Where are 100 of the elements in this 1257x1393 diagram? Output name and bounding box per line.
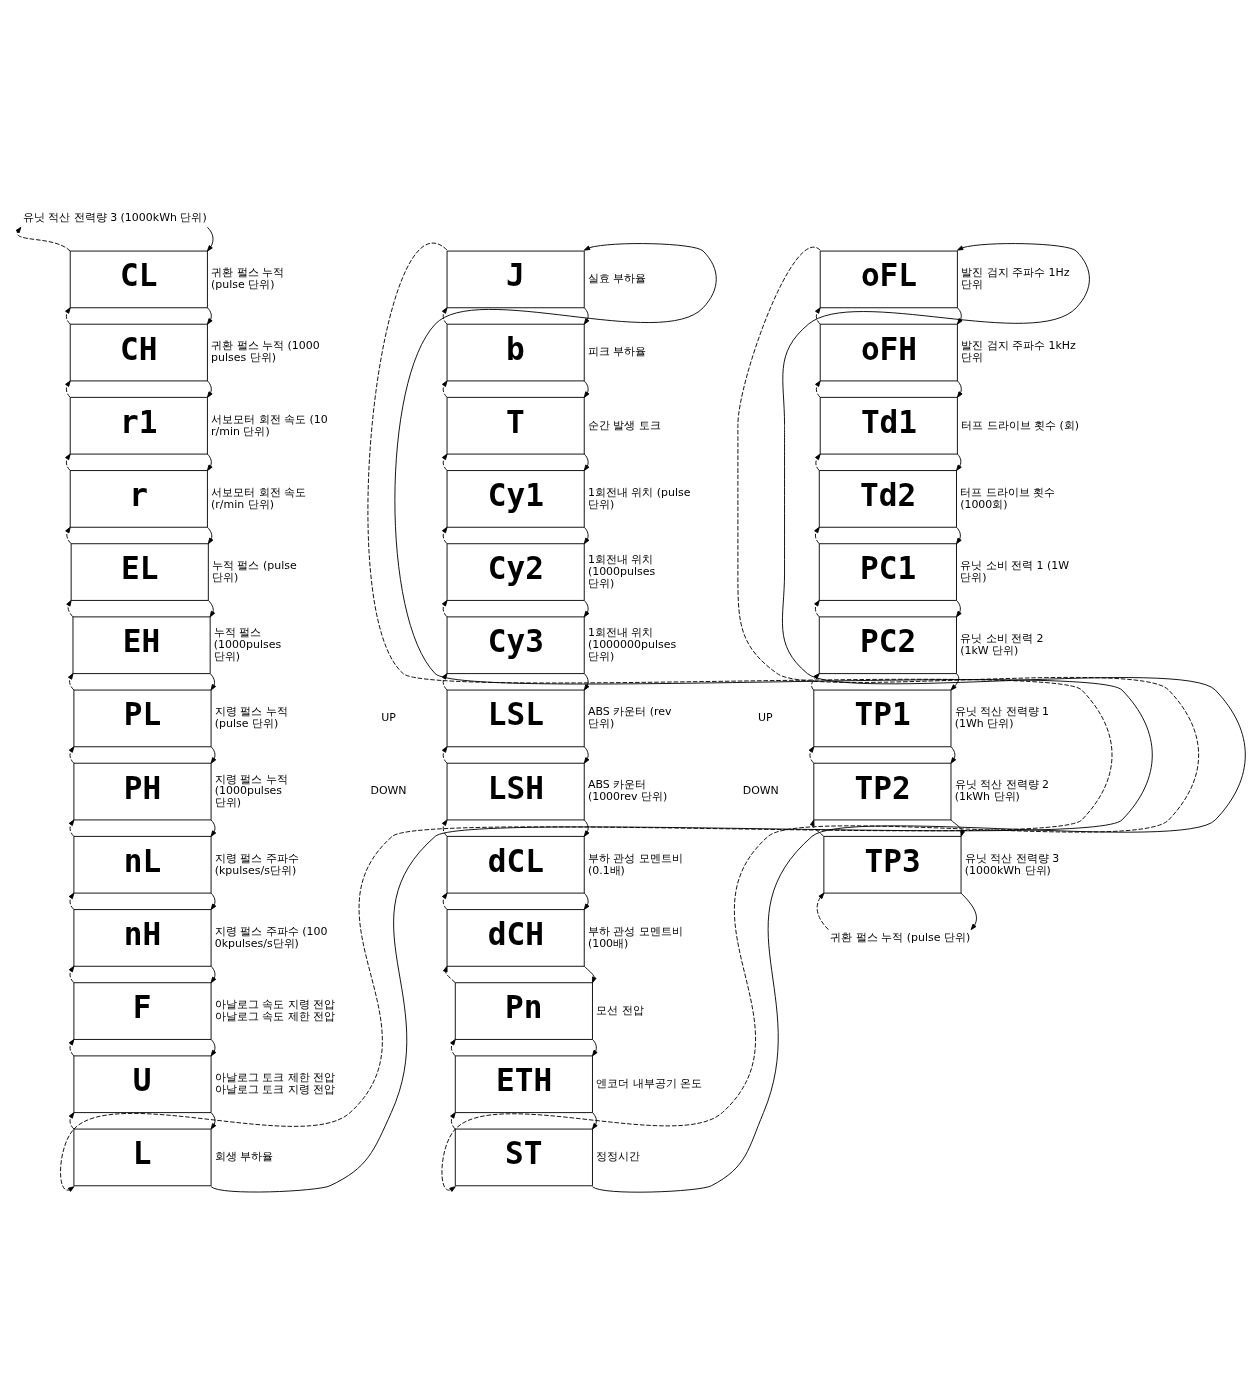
arrow [210, 892, 217, 910]
arrow [956, 306, 963, 325]
arrow [583, 892, 590, 910]
arrow [65, 526, 72, 544]
node-label: 부하 관성 모멘트비 (0.1배) [587, 851, 683, 877]
arrow [67, 672, 75, 690]
arrow [206, 226, 214, 251]
arrow [592, 1038, 598, 1056]
node-label: 순간 발생 토크 [587, 418, 661, 432]
node-box: PH [73, 762, 212, 820]
node-label: 유닛 적산 전력량 2 (1kWh 단위) [954, 777, 1050, 803]
arrow [210, 242, 1153, 1192]
arrow [206, 306, 213, 325]
node-box: LSL [446, 689, 585, 747]
arrow [956, 379, 963, 398]
arrow [15, 226, 71, 251]
node-box: F [73, 981, 212, 1040]
node-box: dCH [446, 908, 585, 967]
node-text: 귀환 펄스 누적 (pulse 단위) [830, 930, 971, 944]
arrow [65, 453, 71, 471]
arrow [814, 526, 820, 544]
node-box: PC2 [818, 615, 957, 674]
arrow [441, 599, 448, 617]
node-label: 터프 드라이브 횟수 (1000회) [960, 485, 1056, 511]
arrow [950, 745, 957, 764]
label: DOWN [370, 783, 407, 797]
node-label: 지령 펄스 누적 (pulse 단위) [214, 704, 288, 730]
arrow [450, 1111, 456, 1130]
arrow [583, 672, 590, 690]
node-box: PC1 [818, 542, 957, 601]
node-label: 피크 부하율 [587, 344, 647, 358]
node-label: 누적 펄스 (1000pulses 단위) [213, 625, 282, 663]
node-label: 부하 관성 모멘트비 (100배) [587, 924, 683, 950]
node-box: ETH [454, 1054, 593, 1113]
node-box: L [73, 1128, 212, 1186]
arrow [583, 965, 597, 983]
arrow [583, 379, 590, 398]
node-label: 유닛 소비 전력 1 (1W 단위) [960, 558, 1070, 584]
node-box: EH [72, 615, 211, 674]
arrow [206, 453, 213, 471]
arrow [816, 892, 829, 930]
arrow [210, 1111, 217, 1130]
arrow [956, 599, 962, 617]
node-label: 지령 펄스 주파수 (1000kpulses/s단위) [214, 924, 328, 950]
node-label: 회생 부하율 [214, 1149, 274, 1163]
arrow [583, 306, 590, 325]
node-box: CL [69, 250, 208, 308]
node-label: 엔코더 내부공기 온도 [596, 1076, 703, 1090]
node-label: 귀환 펄스 누적 (pulse 단위) [211, 265, 285, 291]
node-box: nH [73, 908, 212, 967]
node-box: Cy2 [446, 542, 585, 601]
arrow [815, 306, 821, 325]
node-label: 발진 검지 주파수 1Hz 단위 [961, 265, 1070, 291]
arrow [442, 965, 456, 983]
node-box: U [73, 1054, 212, 1113]
node-label: 1회전내 위치 (1000pulses 단위) [587, 552, 656, 590]
arrow [592, 242, 1246, 1193]
node-label: 모선 전압 [596, 1003, 644, 1017]
node-box: Pn [454, 981, 593, 1040]
arrow [60, 242, 1113, 1192]
arrow [815, 379, 821, 398]
arrow [210, 965, 217, 983]
node-box: ST [454, 1128, 593, 1186]
arrow [950, 818, 965, 837]
label: UP [381, 710, 396, 724]
arrow [583, 453, 590, 471]
node-box: TP2 [813, 762, 952, 820]
arrow [66, 599, 74, 617]
node-box: r [69, 469, 208, 528]
arrow [68, 1038, 75, 1056]
arrow [583, 818, 590, 837]
node-box: oFH [819, 323, 958, 381]
arrow [210, 745, 217, 764]
arrow [209, 672, 217, 690]
node-box: CH [69, 323, 208, 381]
node-label: ABS 카운터 (rev 단위) [587, 704, 672, 730]
arrow [592, 1111, 598, 1130]
node-box: Cy3 [446, 615, 585, 674]
node-box: J [446, 250, 585, 308]
arrow [814, 599, 820, 617]
arrow [809, 818, 825, 837]
arrow [441, 526, 448, 544]
arrow [65, 306, 71, 325]
label: UP [758, 710, 773, 724]
arrow [583, 599, 590, 617]
node-box: Td1 [819, 396, 958, 455]
arrow [814, 453, 821, 471]
node-label: ABS 카운터 (1000rev 단위) [587, 777, 668, 803]
node-label: 터프 드라이브 횟수 (회) [961, 418, 1080, 432]
node-box: oFL [819, 250, 958, 308]
arrow [68, 818, 75, 837]
node-box: r1 [69, 396, 208, 455]
arrow [808, 745, 815, 764]
node-label: 유닛 소비 전력 2 (1kW 단위) [960, 631, 1044, 657]
arrow [441, 306, 448, 325]
arrow [68, 745, 75, 764]
node-box: Td2 [818, 469, 957, 528]
arrow [960, 892, 977, 930]
node-box: T [446, 396, 585, 455]
arrow [65, 379, 71, 398]
